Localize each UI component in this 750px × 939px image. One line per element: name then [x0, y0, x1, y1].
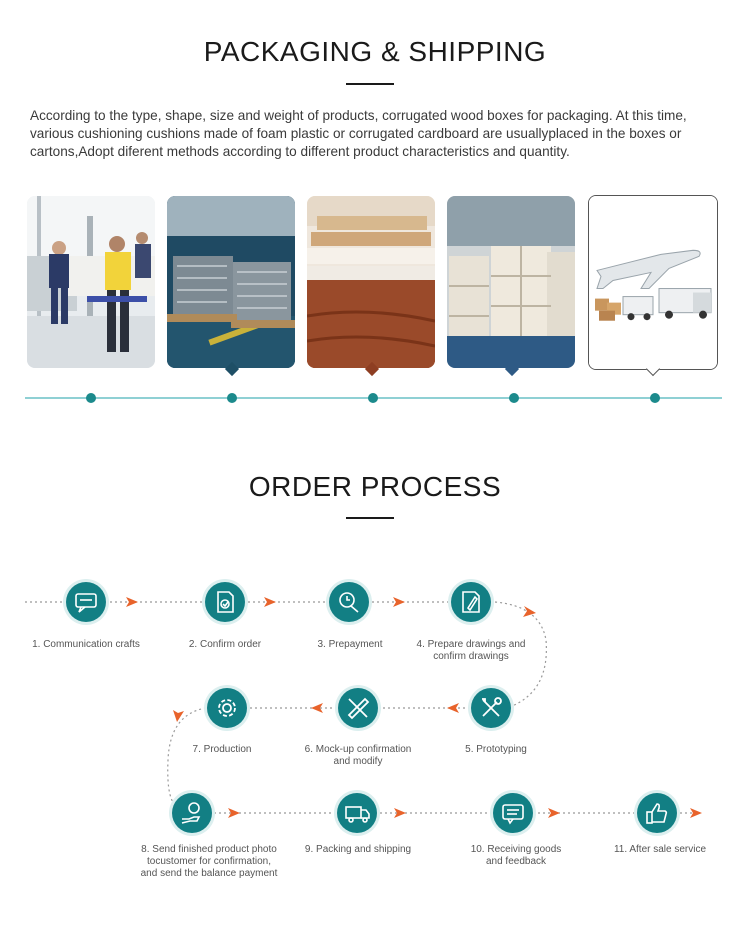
gear-icon[interactable]	[207, 688, 247, 728]
step-label-4: 4. Prepare drawings and confirm drawings	[416, 639, 526, 662]
order-process-title-underline	[346, 517, 394, 519]
step-label-10: 10. Receiving goods and feedback	[470, 844, 562, 867]
air-road-freight-photo[interactable]	[588, 195, 718, 370]
step-label-9: 9. Packing and shipping	[304, 844, 412, 855]
order-process-title: ORDER PROCESS	[248, 471, 502, 502]
tools-icon[interactable]	[471, 688, 511, 728]
step-label-7: 7. Production	[192, 744, 252, 755]
wooden-crates-photo[interactable]	[447, 196, 575, 368]
step-label-2: 2. Confirm order	[188, 639, 262, 650]
delivery-truck-icon[interactable]	[337, 793, 377, 833]
step-label-11: 11. After sale service	[613, 844, 707, 855]
packaging-description: According to the type, shape, size and w…	[30, 108, 687, 159]
message-icon[interactable]	[493, 793, 533, 833]
hand-money-icon[interactable]	[172, 793, 212, 833]
chat-icon[interactable]	[66, 582, 106, 622]
step-label-6: 6. Mock-up confirmation and modify	[304, 744, 412, 767]
timeline-dot[interactable]	[368, 393, 378, 403]
packaging-title-underline	[346, 83, 394, 85]
step-label-1: 1. Communication crafts	[32, 639, 140, 650]
step-label-5: 5. Prototyping	[465, 744, 527, 755]
document-check-icon[interactable]	[205, 582, 245, 622]
timeline-dot[interactable]	[650, 393, 660, 403]
packaging-title: PACKAGING & SHIPPING	[203, 36, 547, 67]
workshop-workers-photo[interactable]	[27, 196, 155, 368]
pencil-ruler-icon[interactable]	[338, 688, 378, 728]
timeline-dot[interactable]	[86, 393, 96, 403]
timeline-dot[interactable]	[509, 393, 519, 403]
timeline-dot[interactable]	[227, 393, 237, 403]
drawing-document-icon[interactable]	[451, 582, 491, 622]
step-label-8: 8. Send finished product photo tocustome…	[140, 844, 278, 879]
step-label-3: 3. Prepayment	[317, 639, 383, 650]
stacked-wood-panels-photo[interactable]	[307, 196, 435, 368]
thumbs-up-icon[interactable]	[637, 793, 677, 833]
money-clock-icon[interactable]	[329, 582, 369, 622]
metal-frames-pallet-photo[interactable]	[167, 196, 295, 368]
